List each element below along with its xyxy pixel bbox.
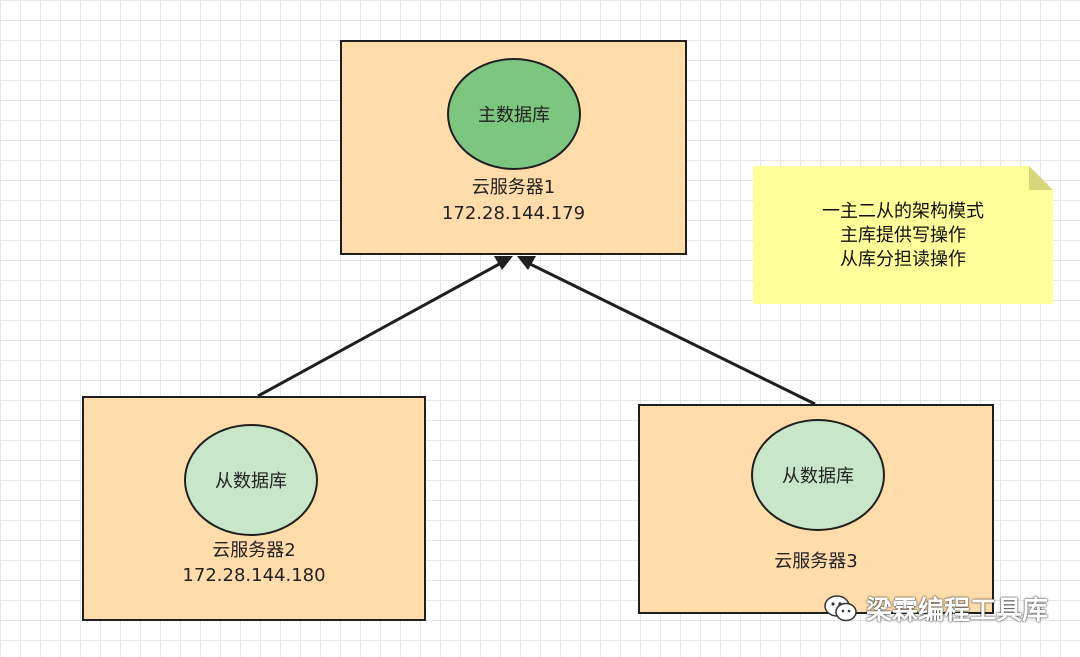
note-line-3: 从库分担读操作: [840, 249, 966, 270]
server-3-box: 从数据库 云服务器3: [638, 404, 994, 614]
server-2-box: 从数据库 云服务器2 172.28.144.180: [82, 396, 426, 621]
slave-database-2-ellipse: 从数据库: [751, 419, 885, 531]
note-line-1: 一主二从的架构模式: [822, 201, 984, 222]
slave-database-2-label: 从数据库: [782, 466, 854, 487]
master-database-label: 主数据库: [478, 105, 550, 126]
server-2-name: 云服务器2: [212, 540, 296, 561]
server-3-name: 云服务器3: [774, 551, 858, 572]
slave-database-1-label: 从数据库: [215, 471, 287, 492]
sticky-note: 一主二从的架构模式 主库提供写操作 从库分担读操作: [753, 166, 1053, 304]
arrow-slave1-to-master: [257, 260, 504, 398]
sticky-note-shape: [753, 166, 1053, 304]
wechat-icon: [824, 594, 857, 621]
server-2-ip: 172.28.144.180: [182, 565, 326, 586]
note-line-2: 主库提供写操作: [840, 225, 966, 246]
watermark: 梁霖编程工具库: [824, 590, 1048, 627]
sticky-note-text: 一主二从的架构模式 主库提供写操作 从库分担读操作: [753, 200, 1053, 272]
server-1-box: 主数据库 云服务器1 172.28.144.179: [340, 40, 687, 255]
arrowhead-slave2: [517, 256, 536, 270]
server-1-ip: 172.28.144.179: [441, 203, 586, 224]
watermark-text: 梁霖编程工具库: [865, 596, 1048, 626]
server-1-name: 云服务器1: [471, 177, 556, 198]
arrow-slave2-to-master: [527, 261, 816, 406]
arrowhead-slave1: [494, 256, 513, 270]
slave-database-1-ellipse: 从数据库: [184, 424, 318, 536]
master-database-ellipse: 主数据库: [447, 58, 581, 170]
